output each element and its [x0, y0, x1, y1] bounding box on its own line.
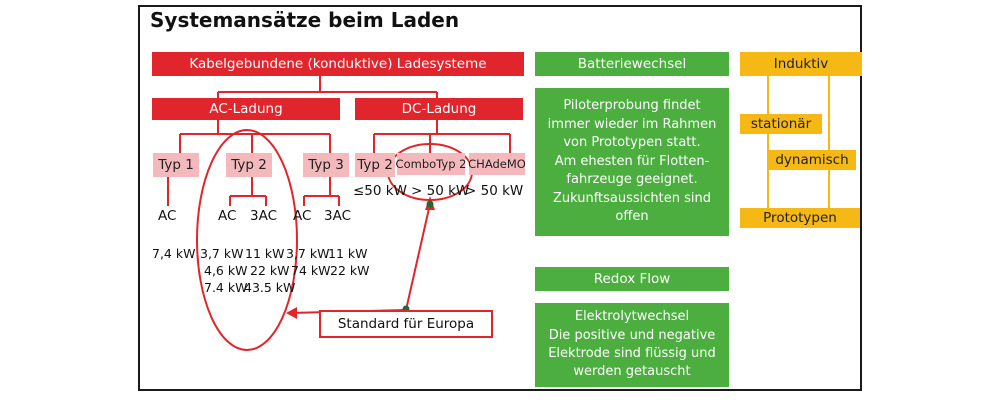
power-value: 22 kW [250, 263, 290, 278]
text-line: werden getauscht [573, 364, 691, 380]
dc-power-3: > 50 kW [465, 183, 524, 199]
redox-flow-description: Elektrolytwechsel Die positive und negat… [535, 303, 729, 387]
power-value: 11 kW [328, 246, 368, 261]
phase-label: AC [218, 208, 237, 224]
phase-label: 3AC [250, 208, 278, 224]
inductive-prototypes: Prototypen [740, 208, 860, 228]
phase-label: AC [158, 208, 177, 224]
power-value: 7.4 kW [204, 280, 248, 295]
power-value: 3,7 kW [200, 246, 244, 261]
text-line: Die positive und negative [548, 327, 716, 343]
power-value: 11 kW [245, 246, 285, 261]
page-title: Systemansätze beim Laden [150, 8, 460, 32]
ac-charging-box: AC-Ladung [152, 98, 340, 120]
battery-swap-description: Piloterprobung findet immer wieder im Ra… [535, 88, 729, 236]
power-value: 22 kW [330, 263, 370, 278]
inductive-stationary: stationär [740, 114, 822, 134]
phase-label: AC [293, 208, 312, 224]
text-line: offen [615, 209, 649, 225]
text-line: immer wieder im Rahmen [547, 116, 717, 132]
ac-type-1: Typ 1 [153, 153, 199, 177]
text-line: fahrzeuge geeignet. [566, 172, 698, 188]
dc-power-1: ≤50 kW [353, 183, 407, 199]
battery-swap-header: Batteriewechsel [535, 52, 729, 76]
power-value: 7,4 kW [152, 246, 196, 261]
conductive-charging-header: Kabelgebundene (konduktive) Ladesysteme [152, 52, 524, 76]
power-value: 3,7 kW [286, 246, 330, 261]
text-line: Zukunftsaussichten sind [552, 190, 712, 206]
text-line: Elektrode sind flüssig und [548, 346, 716, 361]
inductive-header: Induktiv [740, 52, 862, 76]
ac-type-2: Typ 2 [226, 153, 272, 177]
inductive-dynamic: dynamisch [768, 150, 856, 170]
dc-charging-box: DC-Ladung [355, 98, 523, 120]
redox-flow-header: Redox Flow [535, 267, 729, 291]
text-line: von Prototypen statt. [563, 135, 701, 151]
power-value: 74 kW [291, 263, 331, 278]
text-line: Piloterprobung findet [563, 98, 701, 114]
dc-chademo: CHAdeMO [468, 153, 526, 175]
ac-type-3: Typ 3 [303, 153, 349, 177]
power-value: 43.5 kW [244, 280, 296, 295]
dc-power-2: > 50 kW [411, 183, 470, 199]
dc-type-2: Typ 2 [355, 153, 395, 177]
power-value: 4,6 kW [204, 263, 248, 278]
standard-europe-box: Standard für Europa [319, 310, 493, 338]
text-line: Elektrolytwechsel [574, 309, 690, 325]
dc-combo-type-2: ComboTyp 2 [396, 153, 466, 175]
text-line: Am ehesten für Flotten- [554, 153, 710, 169]
phase-label: 3AC [324, 208, 352, 224]
